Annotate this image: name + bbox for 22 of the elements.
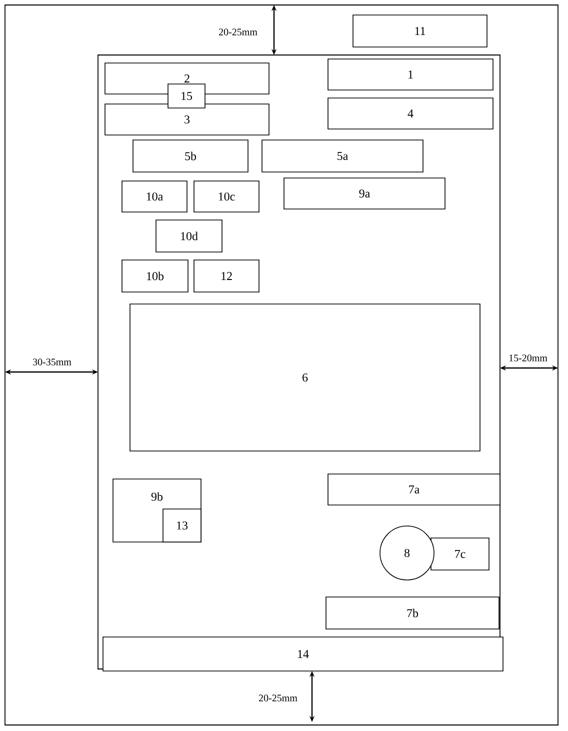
numbered-box: 10d [156, 220, 222, 252]
numbered-box: 11 [352, 14, 488, 48]
numbered-box: 10b [122, 260, 188, 292]
numbered-box: 10c [194, 180, 260, 212]
numbered-box: 7a [328, 474, 500, 506]
numbered-box: 14 [102, 636, 504, 672]
numbered-box: 1 [328, 58, 494, 90]
numbered-box: 6 [130, 304, 480, 452]
numbered-box: 9a [284, 178, 446, 210]
numbered-box: 5b [132, 140, 248, 172]
numbered-box: 12 [194, 260, 260, 292]
numbered-box: 7b [326, 596, 500, 630]
numbered-box: 10a [122, 180, 188, 212]
numbered-box: 5a [262, 140, 424, 172]
numbered-box: 15 [168, 84, 206, 108]
numbered-box: 4 [328, 98, 494, 130]
dimension-label: 30-35mm [33, 358, 72, 366]
dimension-label: 20-25mm [259, 694, 298, 702]
numbered-box: 13 [162, 508, 202, 542]
dimension-label: 15-20mm [509, 354, 548, 362]
dimension-label: 20-25mm [219, 28, 258, 36]
numbered-box: 7c [430, 538, 490, 570]
